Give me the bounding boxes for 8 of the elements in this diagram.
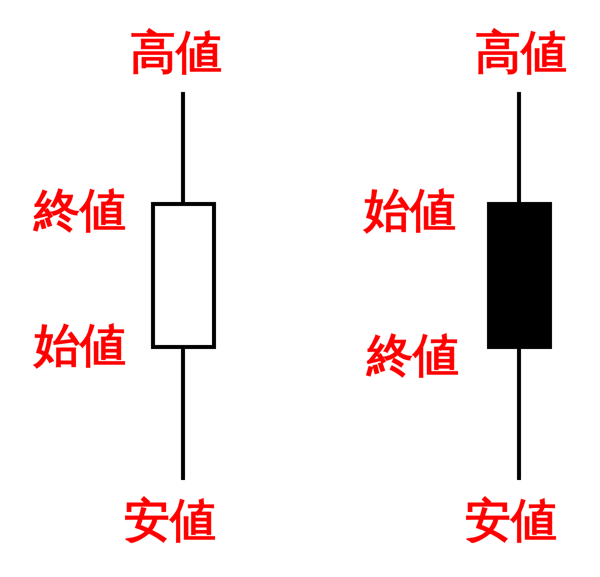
price-label: 終値 <box>367 330 459 380</box>
price-label: 始値 <box>364 185 456 235</box>
price-label: 高値 <box>475 27 567 77</box>
price-label: 安値 <box>465 495 557 545</box>
price-label: 安値 <box>124 495 216 545</box>
price-label: 終値 <box>34 185 126 235</box>
price-label: 始値 <box>34 320 126 370</box>
price-label: 高値 <box>130 27 222 77</box>
